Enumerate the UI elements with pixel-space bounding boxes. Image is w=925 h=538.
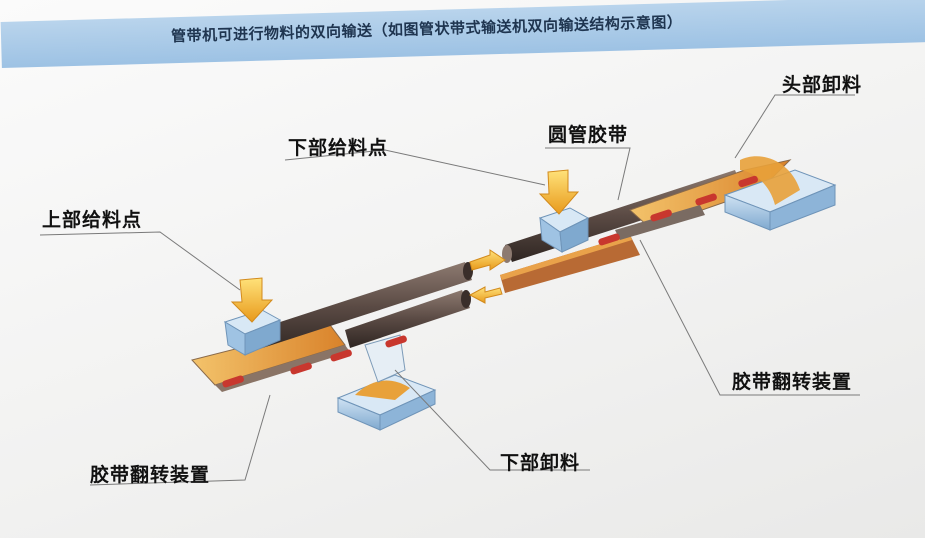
leader-turnover-left: [89, 394, 271, 486]
turnover-rollers: [222, 175, 758, 388]
label-lower-feed-point: 下部给料点: [288, 137, 389, 159]
upper-tube-left: [240, 262, 473, 352]
leader-round-tube: [545, 147, 631, 201]
lower-tube-left: [345, 290, 471, 348]
leader-head-discharge: [734, 94, 855, 159]
lower-tube-right: [500, 235, 640, 293]
label-round-tube-belt: 圆管胶带: [548, 124, 629, 146]
label-upper-feed-point: 上部给料点: [42, 209, 143, 231]
label-head-discharge: 头部卸料: [782, 74, 863, 96]
upper-feed-hopper: [223, 277, 282, 356]
label-belt-turnover-left: 胶带翻转装置: [90, 464, 211, 486]
head-discharge-box: [723, 156, 837, 231]
lower-feed-hopper: [538, 169, 590, 253]
lower-discharge-box: [336, 334, 437, 431]
leader-turnover-right: [639, 239, 860, 396]
direction-arrows: [468, 249, 506, 304]
label-belt-turnover-right: 胶带翻转装置: [732, 371, 853, 393]
label-lower-discharge: 下部卸料: [500, 452, 581, 474]
leader-lower-discharge: [394, 369, 590, 471]
leader-upper-feed: [39, 231, 241, 291]
leader-lines: [39, 94, 860, 486]
leader-lower-feed: [284, 149, 546, 186]
